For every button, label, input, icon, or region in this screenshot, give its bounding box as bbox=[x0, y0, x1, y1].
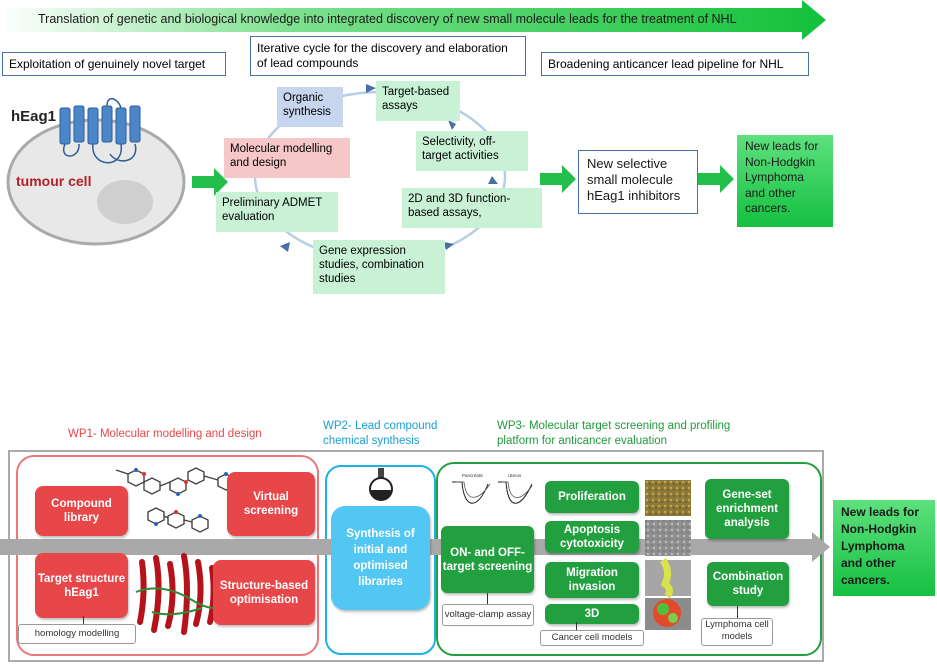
wp2-container bbox=[325, 465, 436, 655]
compound-library-button[interactable]: Compound library bbox=[35, 486, 128, 536]
3d-button[interactable]: 3D bbox=[545, 604, 639, 624]
cycle-target-based-assays: Target-based assays bbox=[376, 81, 460, 121]
banner-text: Translation of genetic and biological kn… bbox=[38, 12, 737, 26]
lymphoma-models-arrow bbox=[737, 606, 738, 618]
arrow-inhibitors-to-leads bbox=[698, 165, 734, 193]
tumour-cell-illustration bbox=[6, 97, 186, 246]
virtual-screening-button[interactable]: Virtual screening bbox=[227, 472, 315, 536]
cycle-molecular-modelling: Molecular modelling and design bbox=[224, 138, 350, 178]
combination-study-button[interactable]: Combination study bbox=[707, 562, 789, 606]
on-off-screening-button[interactable]: ON- and OFF- target screening bbox=[441, 526, 534, 593]
voltage-arrow bbox=[487, 593, 488, 604]
cycle-functional-assays: 2D and 3D function-based assays, bbox=[402, 188, 542, 228]
workpackage-frame bbox=[8, 450, 824, 662]
svg-text:Uterus: Uterus bbox=[508, 473, 522, 478]
gene-set-enrichment-button[interactable]: Gene-set enrichment analysis bbox=[705, 479, 789, 539]
wp3-container bbox=[436, 462, 822, 656]
inhibitors-box: New selective small molecule hEag1 inhib… bbox=[578, 150, 698, 214]
new-leads-top: New leads for Non-Hodgkin Lymphoma and o… bbox=[737, 135, 833, 227]
apoptosis-button[interactable]: Apoptosis cytotoxicity bbox=[545, 521, 639, 553]
synthesis-button[interactable]: Synthesis of initial and optimised libra… bbox=[331, 506, 430, 610]
homology-modelling-label: homology modelling bbox=[18, 624, 136, 644]
structure-optimisation-button[interactable]: Structure-based optimisation bbox=[213, 560, 315, 625]
cancer-models-arrow bbox=[576, 622, 577, 630]
homology-arrow bbox=[83, 616, 84, 624]
tumour-cell-label: tumour cell bbox=[16, 173, 92, 189]
wp1-container bbox=[16, 455, 319, 656]
header-broadening: Broadening anticancer lead pipeline for … bbox=[541, 52, 809, 76]
banner-arrow bbox=[0, 0, 826, 40]
cycle-organic-synthesis: Organic synthesis bbox=[277, 87, 343, 127]
migration-button[interactable]: Migration invasion bbox=[545, 562, 639, 598]
arrow-cycle-to-inhibitors bbox=[540, 165, 576, 193]
cycle-admet: Preliminary ADMET evaluation bbox=[216, 192, 338, 232]
wp2-title: WP2- Lead compound chemical synthesis bbox=[323, 420, 438, 447]
svg-text:Pancreatic: Pancreatic bbox=[462, 473, 484, 478]
voltage-clamp-traces-image: Pancreatic Uterus bbox=[452, 473, 533, 504]
voltage-clamp-label: voltage-clamp assay bbox=[442, 604, 534, 626]
assay-images bbox=[645, 480, 691, 630]
cancer-cell-models-label: Cancer cell models bbox=[540, 630, 644, 646]
arrow-cell-to-cycle bbox=[192, 168, 228, 196]
wp3-title: WP3- Molecular target screening and prof… bbox=[497, 420, 731, 447]
proliferation-button[interactable]: Proliferation bbox=[545, 481, 639, 513]
new-leads-bottom: New leads for Non-Hodgkin Lymphoma and o… bbox=[833, 500, 935, 596]
target-label: hEag1 bbox=[11, 108, 57, 125]
flask-icon bbox=[369, 468, 393, 501]
header-iterative-cycle: Iterative cycle for the discovery and el… bbox=[250, 36, 526, 76]
lymphoma-cell-models-label: Lymphoma cell models bbox=[701, 618, 773, 646]
target-structure-button[interactable]: Target structure hEag1 bbox=[35, 553, 128, 618]
header-novel-target: Exploitation of genuinely novel target bbox=[2, 52, 226, 76]
cycle-gene-expression: Gene expression studies, combination stu… bbox=[313, 240, 445, 294]
cycle-selectivity: Selectivity, off-target activities bbox=[416, 131, 528, 171]
wp1-title: WP1- Molecular modelling and design bbox=[68, 428, 262, 440]
